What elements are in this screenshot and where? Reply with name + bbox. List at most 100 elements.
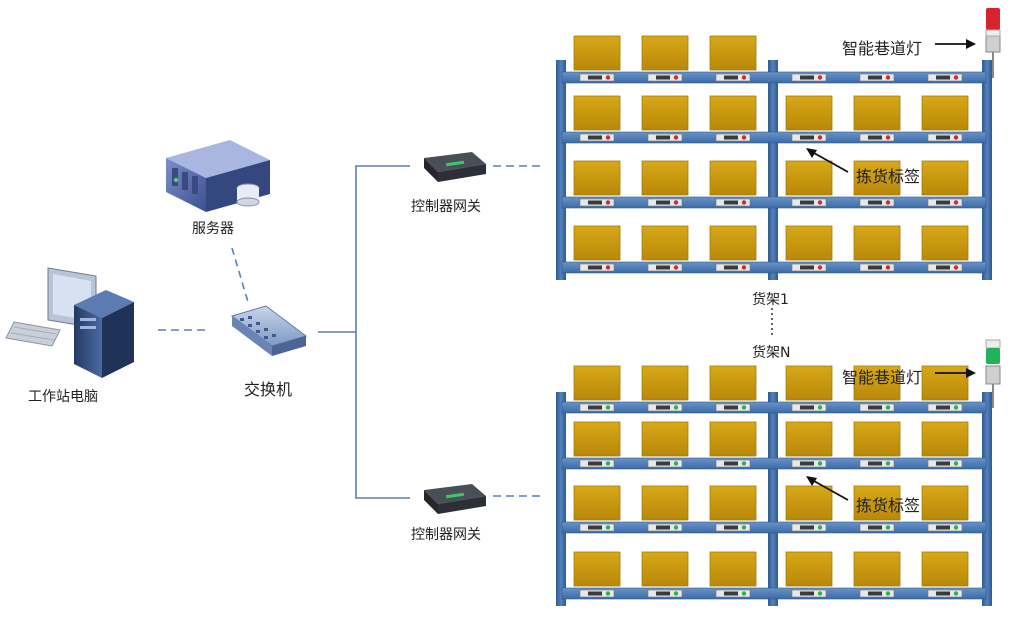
storage-box [709, 551, 757, 587]
pick-tag [715, 589, 751, 598]
storage-box [641, 421, 689, 457]
pick-tag [859, 198, 895, 207]
storage-box [785, 225, 833, 261]
gateway-icon [424, 484, 486, 514]
pick-tag [859, 459, 895, 468]
pick-tag [791, 523, 827, 532]
pick-tag [927, 459, 963, 468]
pick-tag [647, 523, 683, 532]
pick-tag [579, 403, 615, 412]
aisle-light-label-top: 智能巷道灯 [842, 39, 923, 58]
storage-box [785, 421, 833, 457]
pick-tag [859, 403, 895, 412]
storage-box [641, 551, 689, 587]
pick-tag [715, 73, 751, 82]
storage-box [709, 225, 757, 261]
pick-tag [579, 589, 615, 598]
storage-box [921, 160, 969, 196]
switch-label: 交换机 [244, 380, 293, 399]
storage-box [641, 365, 689, 401]
storage-box [785, 365, 833, 401]
link-server-switch [231, 247, 249, 303]
rack-first-label: 货架1 [752, 292, 789, 308]
pick-tag [927, 73, 963, 82]
storage-box [921, 225, 969, 261]
storage-box [853, 421, 901, 457]
storage-box [853, 485, 901, 521]
pick-tag [579, 133, 615, 142]
pick-tag [791, 589, 827, 598]
server-label: 服务器 [192, 221, 234, 237]
gateway-label-bottom: 控制器网关 [411, 527, 481, 543]
aisle-light-icon [985, 8, 1001, 78]
gateway-icon [424, 152, 486, 182]
storage-box [709, 35, 757, 71]
pick-tag [927, 523, 963, 532]
server-icon [166, 140, 270, 212]
pick-tag [647, 133, 683, 142]
storage-box [641, 95, 689, 131]
pick-tag [859, 523, 895, 532]
storage-box [709, 365, 757, 401]
storage-box [709, 421, 757, 457]
pick-tag [647, 589, 683, 598]
pick-tag [927, 589, 963, 598]
storage-box [853, 225, 901, 261]
pick-tag [579, 523, 615, 532]
storage-box [853, 365, 901, 401]
computer-icon [5, 267, 134, 378]
storage-box [573, 485, 621, 521]
storage-box [921, 551, 969, 587]
workstation-label: 工作站电脑 [28, 389, 98, 405]
pick-tag [791, 403, 827, 412]
storage-box [853, 551, 901, 587]
pick-tag [579, 459, 615, 468]
aisle-light-label-bottom: 智能巷道灯 [842, 368, 923, 387]
storage-box [573, 35, 621, 71]
storage-box [709, 485, 757, 521]
pick-tag-label-top: 拣货标签 [856, 167, 921, 186]
storage-box [641, 485, 689, 521]
pick-tag [715, 133, 751, 142]
pick-tag [927, 198, 963, 207]
arrow-icon [806, 476, 849, 501]
arrow-icon [935, 368, 976, 378]
pick-tag-label-bottom: 拣货标签 [856, 496, 921, 515]
storage-box [573, 551, 621, 587]
storage-box [921, 485, 969, 521]
link-switch-trunk-lower [355, 332, 410, 499]
pick-tag [791, 133, 827, 142]
storage-box [785, 95, 833, 131]
storage-box [573, 365, 621, 401]
storage-box [573, 160, 621, 196]
pick-tag [859, 73, 895, 82]
storage-box [573, 95, 621, 131]
pick-tag [715, 263, 751, 272]
storage-box [785, 551, 833, 587]
storage-box [709, 95, 757, 131]
gateway-label-top: 控制器网关 [411, 199, 481, 215]
storage-box [641, 225, 689, 261]
storage-box [573, 421, 621, 457]
pick-tag [647, 263, 683, 272]
link-switch-trunk [318, 165, 410, 333]
pick-tag [715, 403, 751, 412]
storage-box [853, 160, 901, 196]
storage-box [785, 160, 833, 196]
storage-box [573, 225, 621, 261]
arrow-icon [935, 39, 976, 49]
storage-box [921, 95, 969, 131]
rack-last-label: 货架N [752, 345, 791, 361]
storage-box [641, 35, 689, 71]
pick-tag [579, 73, 615, 82]
storage-box [853, 95, 901, 131]
rack-1 [556, 35, 992, 280]
pick-tag [579, 198, 615, 207]
rack-n [556, 365, 992, 606]
pick-tag [791, 73, 827, 82]
aisle-light-icon [985, 339, 1001, 408]
storage-box [641, 160, 689, 196]
pick-tag [927, 133, 963, 142]
pick-tag [791, 198, 827, 207]
pick-tag [647, 73, 683, 82]
